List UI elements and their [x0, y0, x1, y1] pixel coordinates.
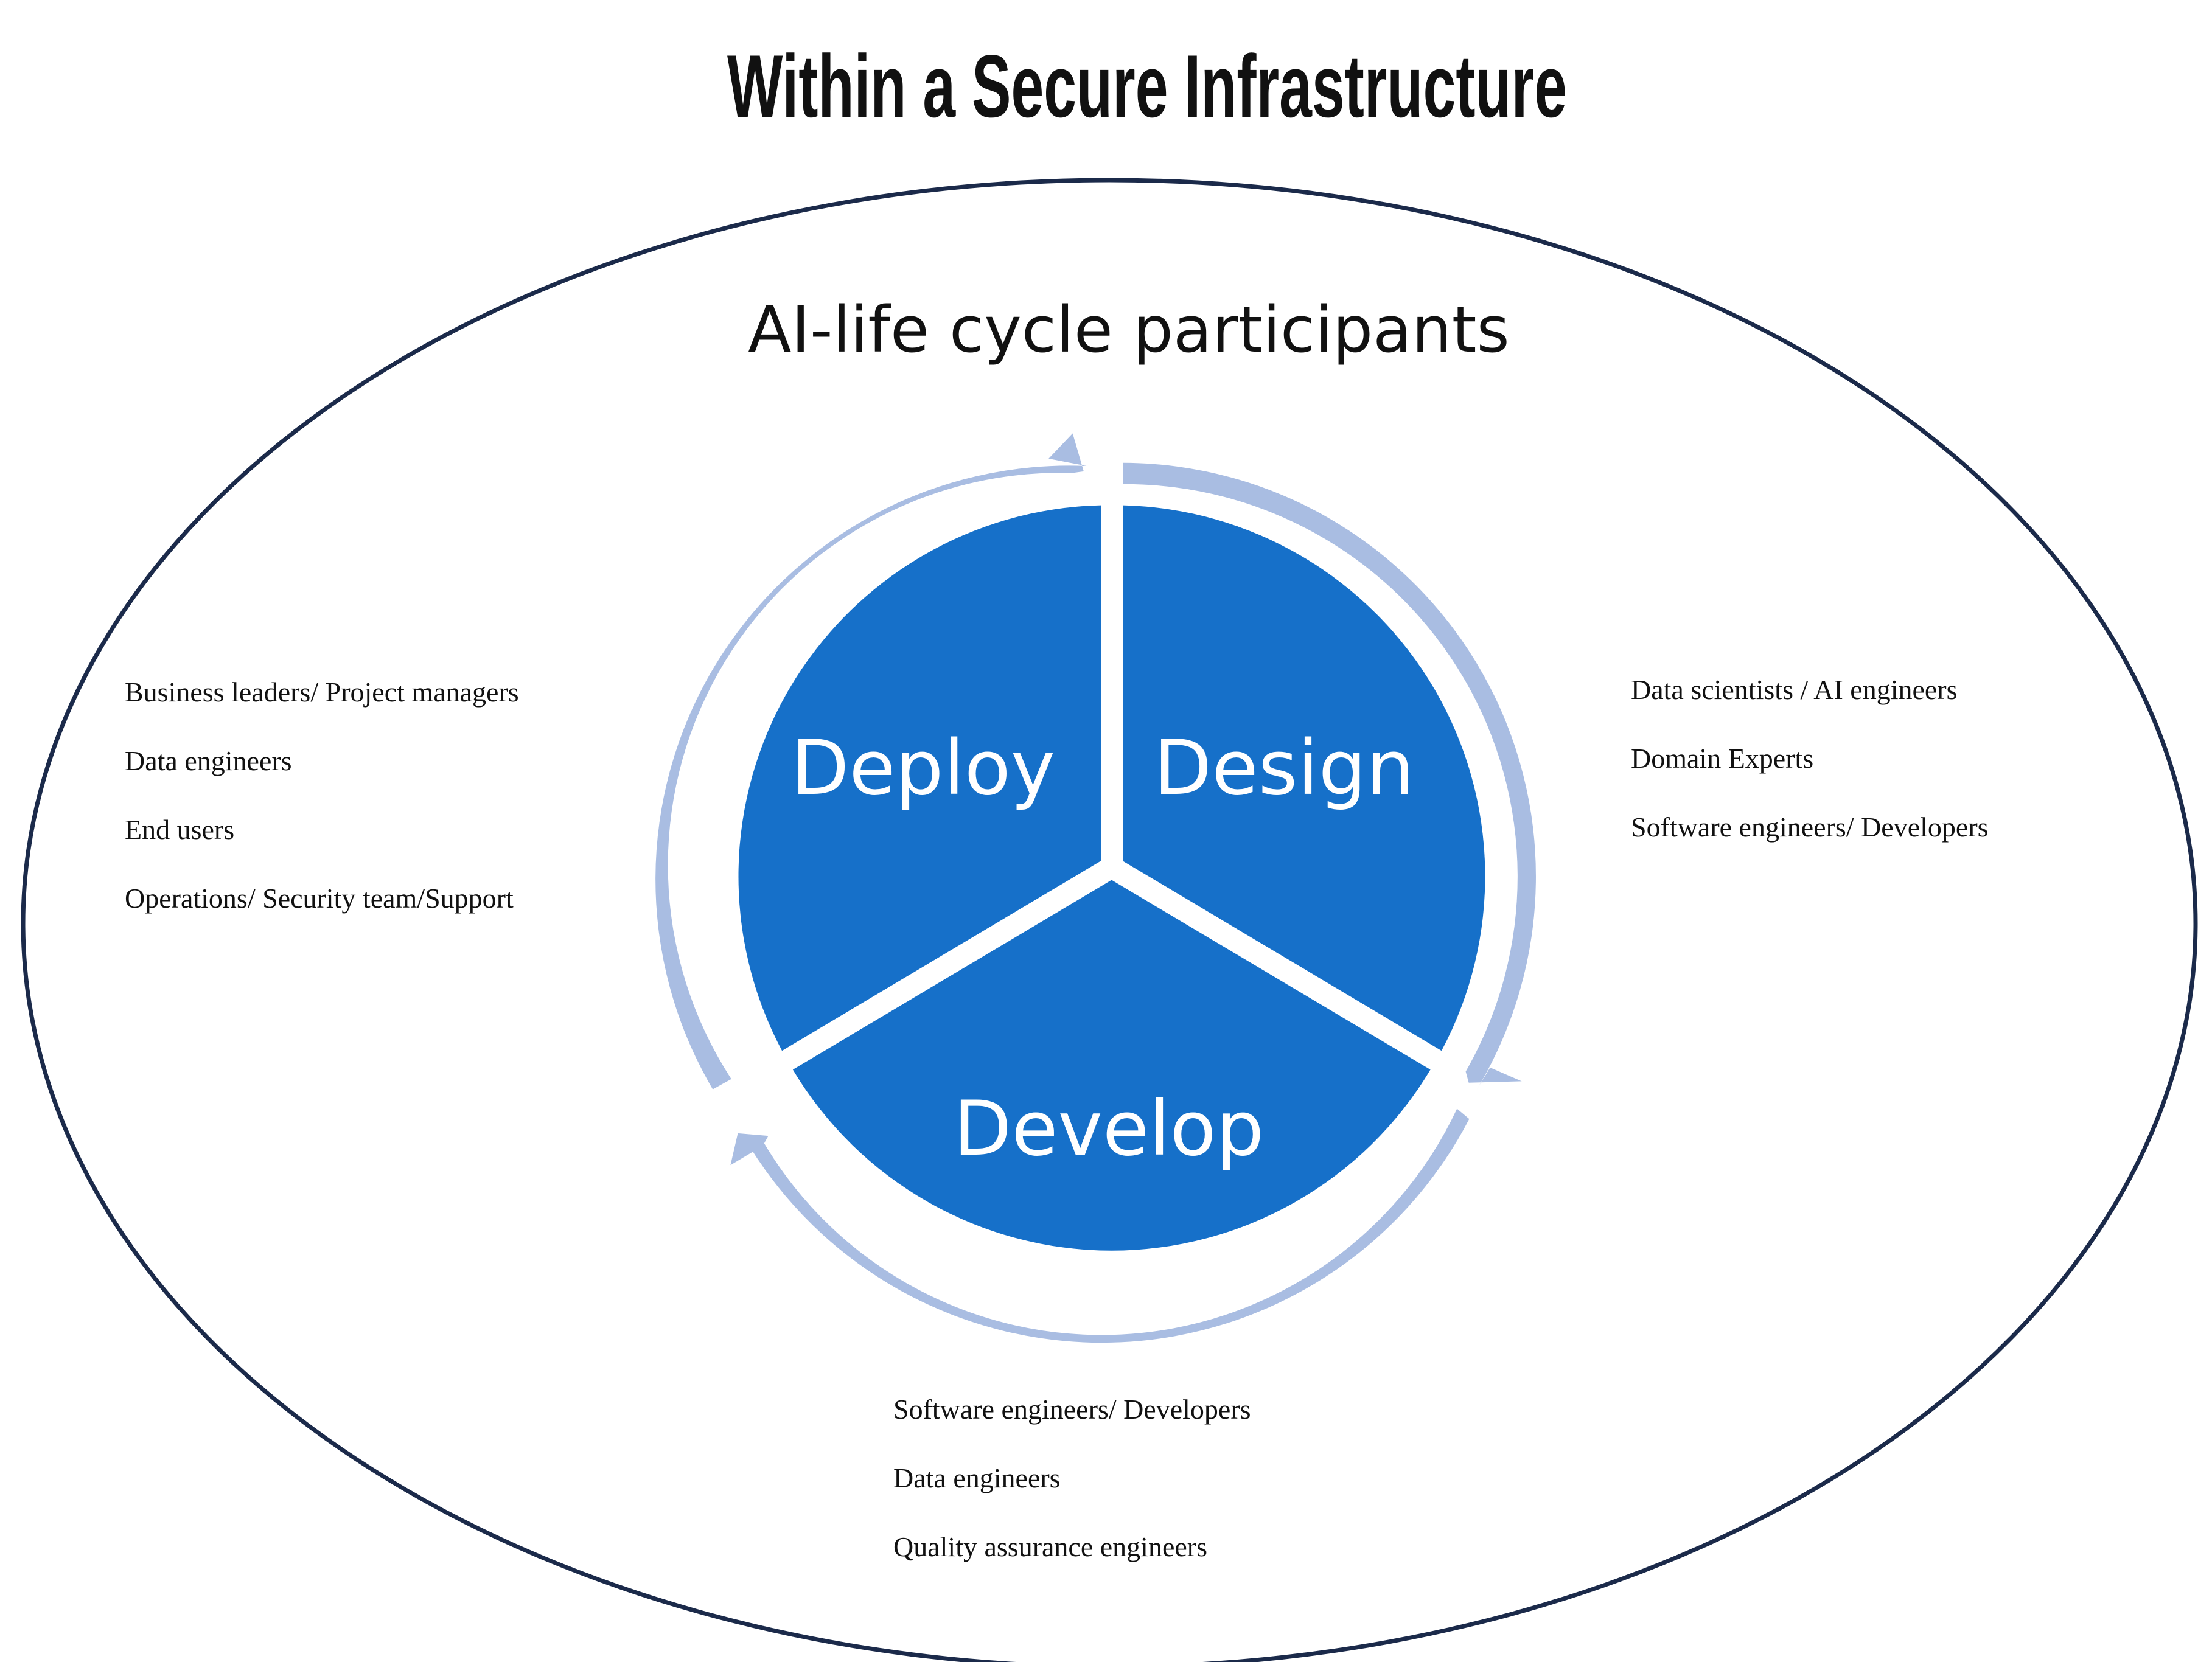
lifecycle-subtitle: AI-life cycle participants — [748, 293, 1510, 367]
infrastructure-ellipse — [21, 178, 2197, 1662]
participant-item: Data engineers — [893, 1462, 1061, 1493]
segment-design — [1123, 505, 1485, 1051]
phase-label-develop: Develop — [954, 1085, 1264, 1173]
participant-item: Operations/ Security team/Support — [125, 883, 514, 914]
deploy-participants: Business leaders/ Project managers Data … — [125, 676, 519, 914]
participant-item: Data engineers — [125, 745, 292, 776]
participant-item: Domain Experts — [1631, 743, 1813, 774]
arrow-ring-deploy — [655, 433, 1087, 1090]
participant-item: Software engineers/ Developers — [893, 1394, 1251, 1425]
design-participants: Data scientists / AI engineers Domain Ex… — [1631, 674, 1989, 843]
participant-item: Quality assurance engineers — [893, 1531, 1207, 1562]
participant-item: Data scientists / AI engineers — [1631, 674, 1958, 705]
segment-deploy — [738, 505, 1101, 1051]
page-title: Within a Secure Infrastructure — [727, 37, 1567, 136]
phase-label-deploy: Deploy — [791, 725, 1055, 812]
cycle-segments — [738, 505, 1485, 1251]
arrow-ring-design — [1123, 462, 1536, 1090]
participant-item: End users — [125, 814, 234, 845]
segment-develop — [792, 880, 1431, 1251]
cycle-arrows — [655, 433, 1536, 1343]
participant-item: Software engineers/ Developers — [1631, 812, 1989, 843]
participant-item: Business leaders/ Project managers — [125, 676, 519, 708]
develop-participants: Software engineers/ Developers Data engi… — [893, 1394, 1251, 1562]
phase-label-design: Design — [1154, 725, 1414, 812]
